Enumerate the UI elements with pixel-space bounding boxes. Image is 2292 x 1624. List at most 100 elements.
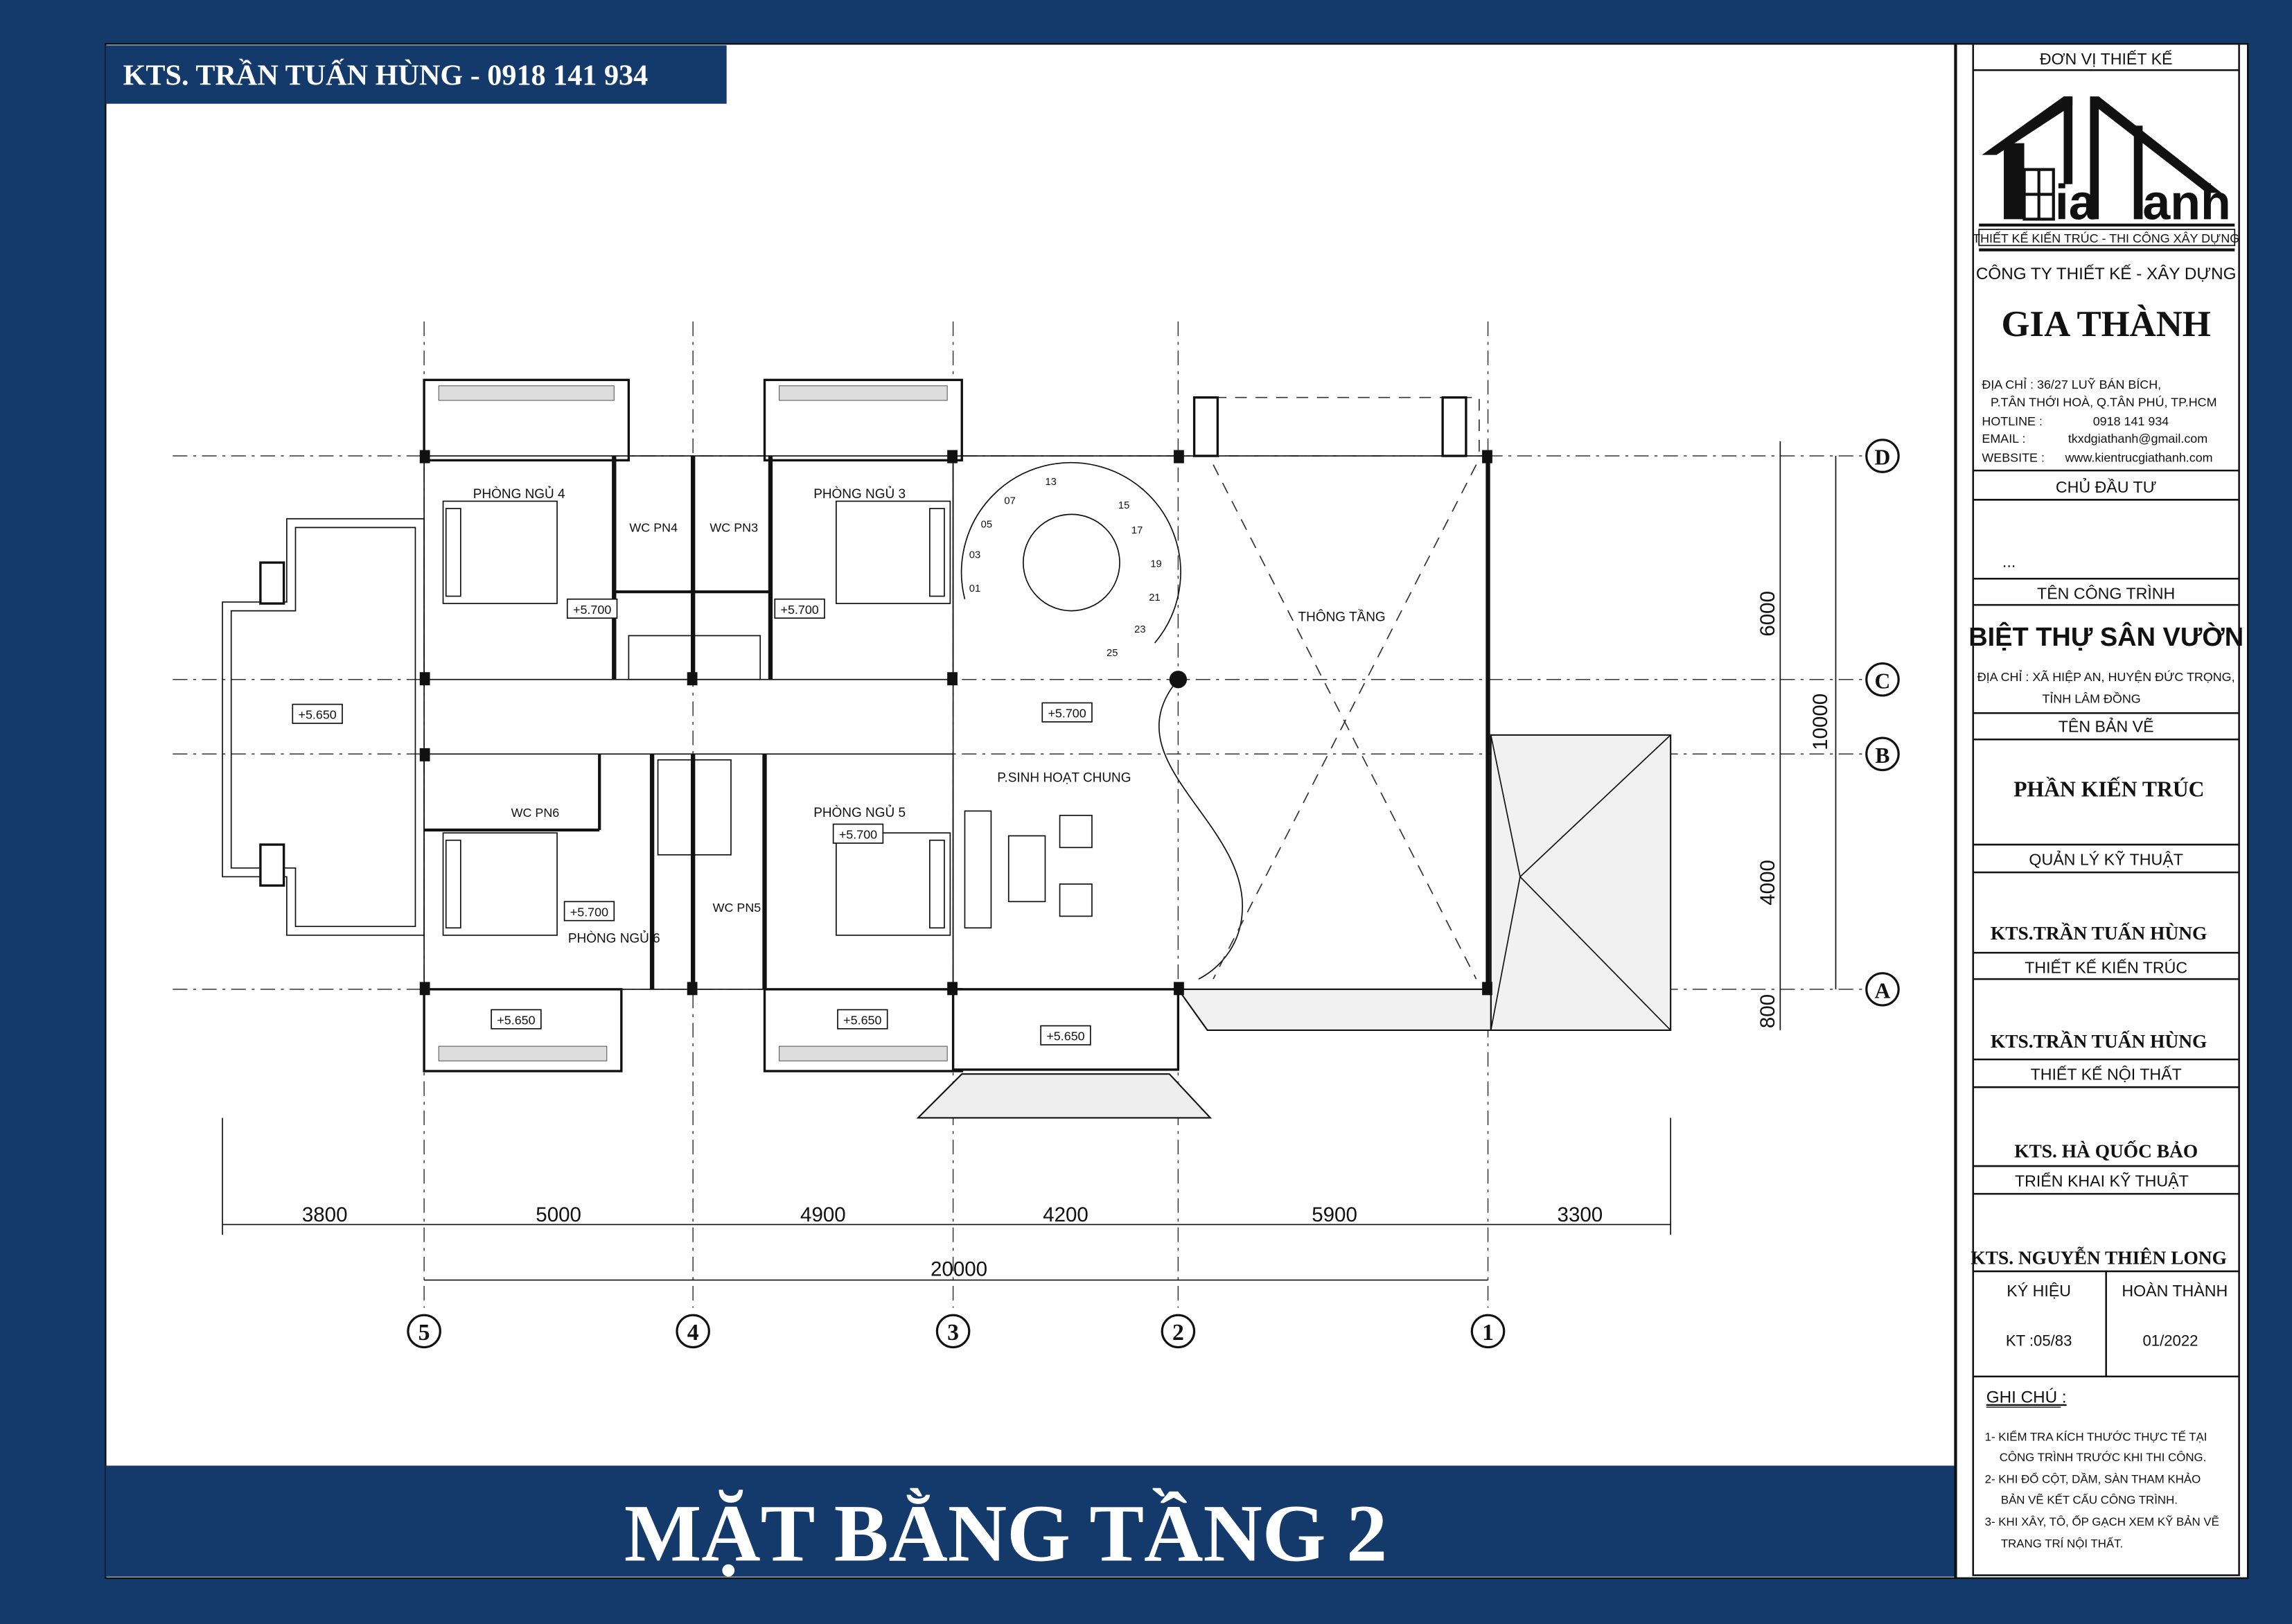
website-label: WEBSITE : <box>1982 450 2045 464</box>
svg-text:2: 2 <box>1172 1320 1184 1345</box>
sofa-set <box>964 810 1093 929</box>
level-tag: +5.650 <box>491 1009 542 1030</box>
interior-label: THIẾT KẾ NỘI THẤT <box>2031 1065 2182 1084</box>
tech-mgmt-label: QUẢN LÝ KỸ THUẬT <box>2029 849 2183 869</box>
stair-number: 25 <box>1107 648 1118 659</box>
footer-banner <box>105 1465 1956 1577</box>
note-line: 3- KHI XÂY, TÔ, ỐP GẠCH XEM KỸ BẢN VẼ <box>1985 1515 2219 1528</box>
svg-text:A: A <box>1875 979 1891 1003</box>
investor-label: CHỦ ĐẦU TƯ <box>2056 477 2157 496</box>
note-line: BẢN VẼ KẾT CẤU CÔNG TRÌNH. <box>2001 1492 2178 1506</box>
room-label: PHÒNG NGỦ 3 <box>813 486 906 502</box>
bed <box>442 500 558 604</box>
dimension-label: 6000 <box>1756 591 1779 637</box>
level-tag: +5.700 <box>774 598 825 619</box>
code-value: KT :05/83 <box>2006 1332 2072 1349</box>
stair-number: 01 <box>969 583 980 594</box>
room-label: WC PN6 <box>511 806 560 820</box>
email-value: tkxdgiathanh@gmail.com <box>2068 432 2207 445</box>
completed-label: HOÀN THÀNH <box>2122 1282 2228 1300</box>
stair-number: 13 <box>1045 477 1056 488</box>
room-label: P.SINH HOẠT CHUNG <box>997 770 1131 785</box>
address-line-1: ĐỊA CHỈ : 36/27 LUỸ BÁN BÍCH, <box>1982 377 2161 391</box>
svg-text:+5.650: +5.650 <box>843 1013 881 1027</box>
svg-text:+5.650: +5.650 <box>497 1013 535 1027</box>
note-line: 2- KHI ĐỔ CỘT, DẦM, SÀN THAM KHẢO <box>1985 1473 2201 1486</box>
axis-marker: D <box>1865 439 1900 473</box>
logo-tagline: THIẾT KẾ KIẾN TRÚC - THI CÔNG XÂY DỰNG <box>1973 231 2239 245</box>
svg-text:+5.700: +5.700 <box>781 603 819 617</box>
tech-mgmt-name: KTS.TRẦN TUẤN HÙNG <box>1991 922 2207 944</box>
svg-text:B: B <box>1875 743 1889 768</box>
level-tag: +5.700 <box>563 901 615 921</box>
stair-number: 03 <box>969 550 980 561</box>
level-tag: +5.650 <box>837 1009 888 1030</box>
interior-name: KTS. HÀ QUỐC BẢO <box>2014 1140 2198 1161</box>
company-line: CÔNG TY THIẾT KẾ - XÂY DỰNG <box>1976 264 2237 283</box>
wardrobe <box>657 759 732 856</box>
code-label: KÝ HIỆU <box>2007 1282 2071 1300</box>
design-unit-label: ĐƠN VỊ THIẾT KẾ <box>2040 49 2173 68</box>
axis-marker: 3 <box>935 1314 971 1349</box>
level-tag: +5.700 <box>1041 702 1093 723</box>
website-value: www.kientrucgiathanh.com <box>2065 450 2213 464</box>
room-label: WC PN3 <box>709 521 758 535</box>
double-height-void <box>1192 396 1480 980</box>
address-line-2: P.TÂN THỚI HOÀ, Q.TÂN PHÚ, TP.HCM <box>1991 394 2216 409</box>
floor-plan: 13 07 05 03 01 15 17 19 21 23 25 PHÒNG N… <box>173 321 1900 1349</box>
dimension-label: 800 <box>1756 994 1779 1028</box>
svg-text:+5.700: +5.700 <box>839 828 877 842</box>
stair-number: 15 <box>1118 500 1129 511</box>
svg-text:+5.650: +5.650 <box>1046 1030 1084 1043</box>
svg-text:D: D <box>1875 445 1891 470</box>
stair-number: 07 <box>1004 496 1015 507</box>
note-line: 1- KIỂM TRA KÍCH THƯỚC THỰC TẾ TẠI <box>1985 1431 2207 1444</box>
bed <box>836 832 951 936</box>
dimension-label: 3800 <box>302 1203 348 1226</box>
project-address-1: ĐỊA CHỈ : XÃ HIỆP AN, HUYỆN ĐỨC TRỌNG, <box>1977 669 2235 684</box>
axis-marker: 1 <box>1470 1314 1506 1349</box>
axis-marker: 5 <box>407 1314 441 1349</box>
axis-marker: C <box>1865 662 1900 697</box>
axis-marker: B <box>1865 736 1900 772</box>
dimension-label: 4200 <box>1043 1203 1088 1226</box>
svg-text:5: 5 <box>418 1320 430 1345</box>
level-tag: +5.650 <box>292 703 343 724</box>
room-label: THÔNG TẦNG <box>1298 609 1386 624</box>
arch-design-label: THIẾT KẾ KIẾN TRÚC <box>2025 958 2187 977</box>
bed <box>836 500 951 604</box>
left-terrace <box>222 518 425 936</box>
room-label: PHÒNG NGỦ 5 <box>813 805 906 820</box>
implementation-name: KTS. NGUYỄN THIÊN LONG <box>1971 1246 2227 1268</box>
title-block: ĐƠN VỊ THIẾT KẾ ia anh THIẾT KẾ KIẾN TRÚ… <box>1954 43 2243 1578</box>
dimension-label: 3300 <box>1558 1203 1603 1226</box>
svg-text:4: 4 <box>687 1320 699 1345</box>
room-label: PHÒNG NGỦ 6 <box>568 930 660 946</box>
svg-text:C: C <box>1875 669 1891 693</box>
axis-marker: 4 <box>676 1314 710 1349</box>
stair-number: 19 <box>1150 558 1161 570</box>
dimension-total: 10000 <box>1809 694 1832 750</box>
implementation-label: TRIỂN KHAI KỸ THUẬT <box>2015 1172 2189 1190</box>
room-label: WC PN4 <box>629 521 678 535</box>
svg-text:+5.700: +5.700 <box>573 603 611 617</box>
arch-design-name: KTS.TRẦN TUẤN HÙNG <box>1991 1030 2207 1052</box>
logo-text-anh: anh <box>2142 175 2230 230</box>
hotline-label: HOTLINE : <box>1982 414 2043 428</box>
drawing-name: PHẦN KIẾN TRÚC <box>2013 776 2204 801</box>
header-banner <box>105 45 727 104</box>
dimension-total: 20000 <box>931 1257 987 1280</box>
roof-right <box>1490 734 1672 1031</box>
email-label: EMAIL : <box>1982 432 2025 445</box>
svg-text:1: 1 <box>1482 1320 1494 1345</box>
completed-value: 01/2022 <box>2142 1332 2198 1349</box>
stair-number: 21 <box>1149 592 1160 603</box>
drawing-label: TÊN BẢN VẼ <box>2059 716 2154 736</box>
roof-bottom <box>916 1073 1213 1119</box>
level-tag: +5.700 <box>566 598 618 619</box>
company-logo: ia anh THIẾT KẾ KIẾN TRÚC - THI CÔNG XÂY… <box>1973 96 2239 251</box>
bed <box>442 832 558 936</box>
notes-label: GHI CHÚ : <box>1986 1388 2067 1407</box>
